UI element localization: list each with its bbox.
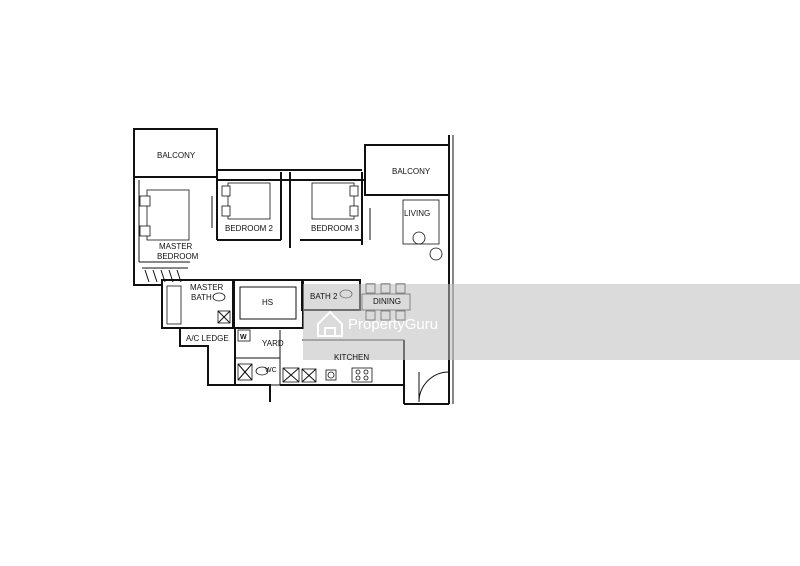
bedroom2-bed (227, 182, 271, 220)
kitchen-label: KITCHEN (334, 353, 369, 362)
washer-label: W (240, 334, 247, 341)
master-bath-label-line2: BATH (191, 293, 212, 302)
hs-label: HS (262, 298, 273, 307)
bedroom2-label: BEDROOM 2 (225, 224, 274, 233)
dining-label: DINING (373, 297, 401, 306)
watermark-text: PropertyGuru (348, 316, 438, 333)
master-bedroom-label-line1: MASTER (159, 242, 193, 251)
room-labels: BALCONY BALCONY MASTER BEDROOM BEDROOM 2… (157, 151, 431, 374)
yard-label: YARD (262, 339, 284, 348)
ac-ledge-label: A/C LEDGE (186, 334, 229, 343)
watermark: PropertyGuru (317, 310, 438, 337)
balcony-right-label: BALCONY (392, 167, 431, 176)
master-bath-label-line1: MASTER (190, 283, 224, 292)
living-label: LIVING (404, 209, 430, 218)
wc-label: WC (265, 367, 277, 374)
bathtub (166, 285, 182, 325)
bath2-label: BATH 2 (310, 292, 338, 301)
house-logo-icon (317, 310, 343, 337)
bedroom3-label: BEDROOM 3 (311, 224, 360, 233)
bedroom3-bed (311, 182, 355, 220)
master-bedroom-label-line2: BEDROOM (157, 252, 199, 261)
balcony-left-label: BALCONY (157, 151, 196, 160)
watermark-band (303, 284, 800, 360)
master-bed (146, 189, 190, 241)
washer (237, 329, 251, 342)
